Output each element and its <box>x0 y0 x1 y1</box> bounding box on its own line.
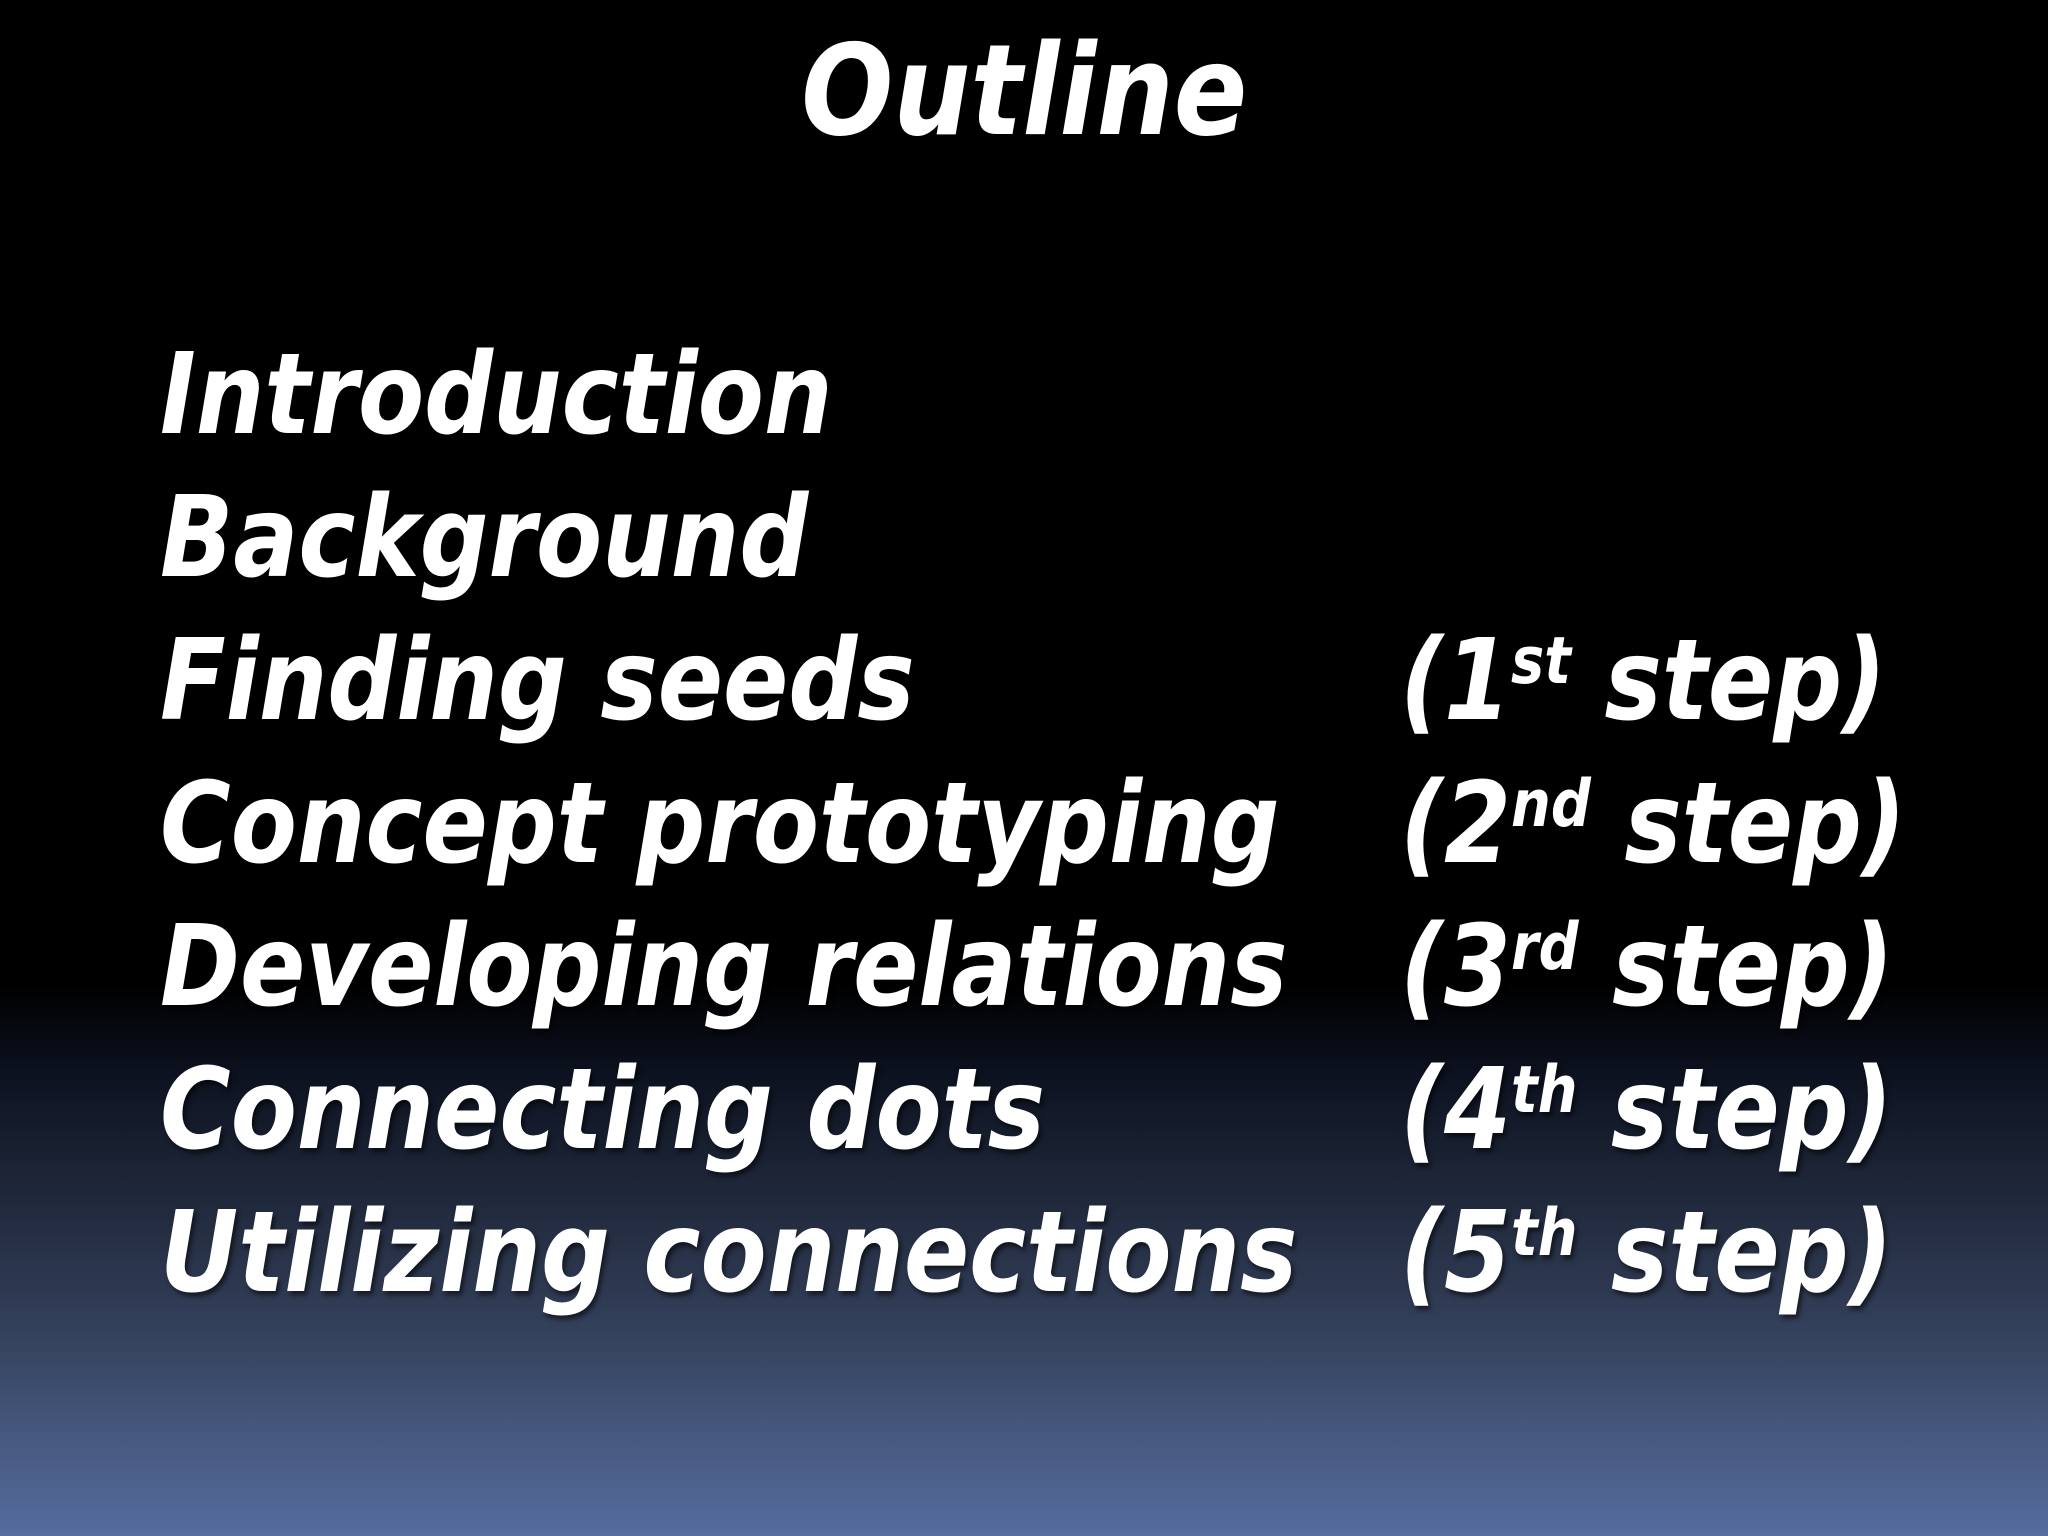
item-label: Finding seeds <box>160 616 915 746</box>
step-annotation: (2nd step) <box>1400 753 1988 928</box>
step-annotation: (4th step) <box>1400 1039 1973 1214</box>
step-annotation: (1st step) <box>1400 610 1965 785</box>
item-label: Concept prototyping <box>160 759 1280 889</box>
step-ordinal-suffix: st <box>1511 624 1572 700</box>
list-item: Connecting dots (4th step) <box>160 1039 2048 1182</box>
list-item: Introduction <box>160 324 2048 467</box>
step-pre: (5 <box>1400 1188 1512 1318</box>
step-annotation: (5th step) <box>1400 1182 1973 1357</box>
list-item: Developing relations (3rd step) <box>160 896 2048 1039</box>
step-pre: (1 <box>1400 616 1512 746</box>
step-pre: (3 <box>1400 902 1512 1032</box>
list-item: Finding seeds (1st step) <box>160 610 2048 753</box>
list-item: Background <box>160 467 2048 610</box>
item-label: Background <box>160 473 809 603</box>
list-item: Utilizing connections (5th step) <box>160 1182 2048 1325</box>
step-ordinal-suffix: th <box>1511 1053 1578 1129</box>
step-post: step) <box>1577 1045 1893 1175</box>
slide-title: Outline <box>0 6 2048 176</box>
step-post: step) <box>1578 902 1894 1032</box>
item-label: Introduction <box>160 330 833 460</box>
step-ordinal-suffix: th <box>1511 1196 1578 1272</box>
list-item: Concept prototyping (2nd step) <box>160 753 2048 896</box>
item-label: Utilizing connections <box>160 1188 1298 1318</box>
step-ordinal-suffix: rd <box>1511 910 1579 986</box>
item-label: Connecting dots <box>160 1045 1046 1175</box>
step-post: step) <box>1577 1188 1893 1318</box>
step-ordinal-suffix: nd <box>1511 767 1591 843</box>
outline-list: Introduction Background Finding seeds (1… <box>160 324 2048 1325</box>
slide-title-text: Outline <box>801 17 1247 164</box>
step-pre: (2 <box>1400 759 1512 889</box>
step-post: step) <box>1571 616 1887 746</box>
step-annotation: (3rd step) <box>1400 896 1974 1071</box>
step-pre: (4 <box>1400 1045 1512 1175</box>
step-post: step) <box>1590 759 1907 889</box>
item-label: Developing relations <box>160 902 1288 1032</box>
